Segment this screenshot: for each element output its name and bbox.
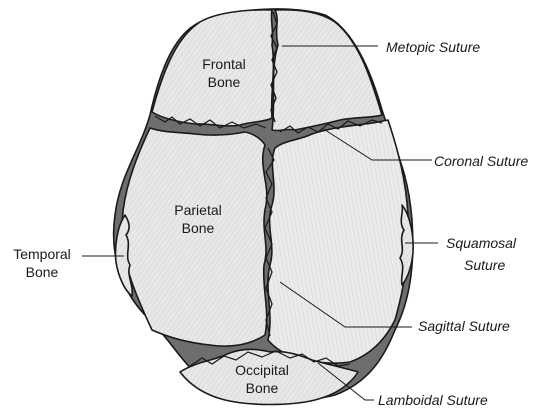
- parietal-bone-label-1: Parietal: [174, 202, 221, 218]
- temporal-bone-label-2: Bone: [26, 264, 59, 280]
- temporal-bone-label-1: Temporal: [13, 246, 71, 262]
- occipital-bone-label-2: Bone: [246, 380, 279, 396]
- coronal-suture-label: Coronal Suture: [434, 153, 528, 169]
- frontal-bone-label-2: Bone: [208, 74, 241, 90]
- occipital-bone-label-1: Occipital: [235, 362, 289, 378]
- frontal-bone-right: [272, 10, 382, 131]
- squamosal-suture-label-1: Squamosal: [446, 235, 517, 251]
- lamboidal-suture-label: Lamboidal Suture: [378, 392, 488, 408]
- sagittal-suture-label: Sagittal Suture: [418, 318, 510, 334]
- parietal-bone-label-2: Bone: [182, 220, 215, 236]
- frontal-bone-label-1: Frontal: [202, 56, 246, 72]
- metopic-suture-label: Metopic Suture: [386, 39, 480, 55]
- squamosal-suture-label-2: Suture: [464, 257, 505, 273]
